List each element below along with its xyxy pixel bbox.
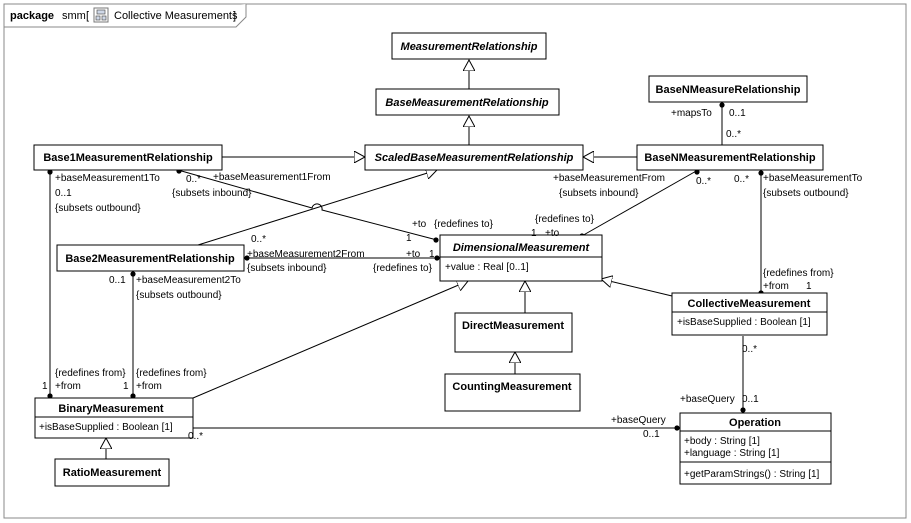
constraint-label: {redefines to} — [373, 263, 433, 274]
multiplicity-label: 0..* — [186, 174, 201, 185]
svg-text:Operation: Operation — [729, 417, 781, 429]
attribute-body: +body : String [1] — [684, 436, 760, 447]
bracket-open: [ — [86, 10, 89, 22]
class-base-measurement-relationship[interactable]: BaseMeasurementRelationship — [375, 88, 560, 116]
svg-text:ScaledBaseMeasurementRelations: ScaledBaseMeasurementRelationship — [375, 152, 574, 164]
assoc-base1-to-dimensional — [177, 169, 438, 241]
role-label: +from — [136, 381, 162, 392]
gen-binary-to-dimensional — [185, 281, 468, 402]
package-frame: package smm [ Collective Measurements ] — [3, 3, 907, 519]
class-dimensional-measurement[interactable]: DimensionalMeasurement +value : Real [0.… — [439, 234, 603, 282]
multiplicity-label: 0..* — [726, 129, 741, 140]
constraint-label: {redefines to} — [434, 219, 494, 230]
multiplicity-label: 1 — [806, 281, 812, 292]
constraint-label: {subsets inbound} — [559, 188, 639, 199]
class-binary-measurement[interactable]: BinaryMeasurement +isBaseSupplied : Bool… — [34, 397, 194, 439]
class-diagram-icon — [93, 7, 109, 23]
multiplicity-label: 1 — [123, 381, 129, 392]
svg-text:CountingMeasurement: CountingMeasurement — [452, 381, 572, 393]
svg-text:MeasurementRelationship: MeasurementRelationship — [401, 41, 538, 53]
diagram-name: Collective Measurements — [114, 10, 238, 22]
svg-text:DimensionalMeasurement: DimensionalMeasurement — [453, 242, 591, 254]
class-operation[interactable]: Operation +body : String [1] +language :… — [679, 412, 832, 485]
multiplicity-label: 0..* — [734, 174, 749, 185]
svg-text:BaseNMeasurementRelationship: BaseNMeasurementRelationship — [644, 152, 815, 164]
class-measurement-relationship[interactable]: MeasurementRelationship — [391, 32, 547, 60]
edges — [47, 60, 764, 459]
svg-text:Base2MeasurementRelationship: Base2MeasurementRelationship — [65, 253, 235, 265]
role-label: +baseMeasurement2From — [247, 249, 365, 260]
bracket-close: ] — [233, 10, 236, 22]
multiplicity-label: 0..1 — [643, 429, 660, 440]
role-label: +to — [412, 219, 427, 230]
role-label: +baseMeasurement1From — [213, 172, 331, 183]
multiplicity-label: 0..* — [742, 344, 757, 355]
multiplicity-label: 1 — [406, 233, 412, 244]
constraint-label: {redefines to} — [535, 214, 595, 225]
operation-get-param-strings: +getParamStrings() : String [1] — [684, 469, 820, 480]
multiplicity-label: 0..1 — [729, 108, 746, 119]
role-label: +to — [545, 228, 560, 239]
class-base1-measurement-relationship[interactable]: Base1MeasurementRelationship — [33, 144, 223, 171]
multiplicity-label: 0..* — [696, 176, 711, 187]
multiplicity-label: 0..1 — [55, 188, 72, 199]
role-label: +baseQuery — [680, 394, 735, 405]
multiplicity-label: 0..1 — [109, 275, 126, 286]
multiplicity-label: 1 — [42, 381, 48, 392]
role-label: +from — [763, 281, 789, 292]
constraint-label: {subsets outbound} — [136, 290, 222, 301]
role-label: +to — [406, 249, 421, 260]
role-label: +baseMeasurement1To — [55, 173, 160, 184]
multiplicity-label: 0..* — [251, 234, 266, 245]
class-base-n-measurement-relationship[interactable]: BaseNMeasurementRelationship — [636, 144, 824, 171]
role-label: +baseQuery — [611, 415, 666, 426]
package-keyword: package — [10, 10, 54, 22]
svg-text:RatioMeasurement: RatioMeasurement — [63, 467, 162, 479]
constraint-label: {subsets inbound} — [172, 188, 252, 199]
assoc-basen-from-dimensional — [579, 169, 699, 238]
attribute-is-base-supplied: +isBaseSupplied : Boolean [1] — [39, 422, 173, 433]
role-label: +from — [55, 381, 81, 392]
role-label: +baseMeasurement2To — [136, 275, 241, 286]
class-scaled-base-measurement-relationship[interactable]: ScaledBaseMeasurementRelationship — [364, 144, 584, 171]
svg-text:DirectMeasurement: DirectMeasurement — [462, 320, 564, 332]
attribute-value: +value : Real [0..1] — [445, 262, 529, 273]
constraint-label: {subsets inbound} — [247, 263, 327, 274]
multiplicity-label: 1 — [531, 228, 537, 239]
attribute-language: +language : String [1] — [684, 448, 780, 459]
edge-labels: +mapsTo 0..1 0..* +baseMeasurement1To 0.… — [42, 108, 863, 442]
class-collective-measurement[interactable]: CollectiveMeasurement +isBaseSupplied : … — [671, 292, 828, 336]
class-base2-measurement-relationship[interactable]: Base2MeasurementRelationship — [56, 244, 245, 272]
constraint-label: {subsets outbound} — [763, 188, 849, 199]
svg-text:Base1MeasurementRelationship: Base1MeasurementRelationship — [43, 152, 213, 164]
multiplicity-label: 1 — [429, 249, 435, 260]
svg-text:BinaryMeasurement: BinaryMeasurement — [58, 403, 163, 415]
svg-text:CollectiveMeasurement: CollectiveMeasurement — [688, 298, 811, 310]
class-counting-measurement[interactable]: CountingMeasurement — [444, 373, 581, 412]
class-ratio-measurement[interactable]: RatioMeasurement — [54, 458, 170, 487]
gen-collective-to-dimensional — [601, 279, 673, 297]
attribute-is-base-supplied: +isBaseSupplied : Boolean [1] — [677, 317, 811, 328]
package-name: smm — [62, 10, 86, 22]
gen-base2-to-scaled — [197, 170, 437, 246]
class-base-n-measure-relationship[interactable]: BaseNMeasureRelationship — [648, 75, 808, 103]
constraint-label: {redefines from} — [55, 368, 126, 379]
role-label: +baseMeasurementFrom — [553, 173, 665, 184]
constraint-label: {redefines from} — [136, 368, 207, 379]
multiplicity-label: 0..1 — [742, 394, 759, 405]
svg-text:BaseMeasurementRelationship: BaseMeasurementRelationship — [385, 97, 548, 109]
svg-text:BaseNMeasureRelationship: BaseNMeasureRelationship — [656, 84, 801, 96]
role-label: +baseMeasurementTo — [763, 173, 863, 184]
class-direct-measurement[interactable]: DirectMeasurement — [454, 312, 573, 353]
constraint-label: {subsets outbound} — [55, 203, 141, 214]
constraint-label: {redefines from} — [763, 268, 834, 279]
role-label: +mapsTo — [671, 108, 712, 119]
multiplicity-label: 0..* — [188, 431, 203, 442]
